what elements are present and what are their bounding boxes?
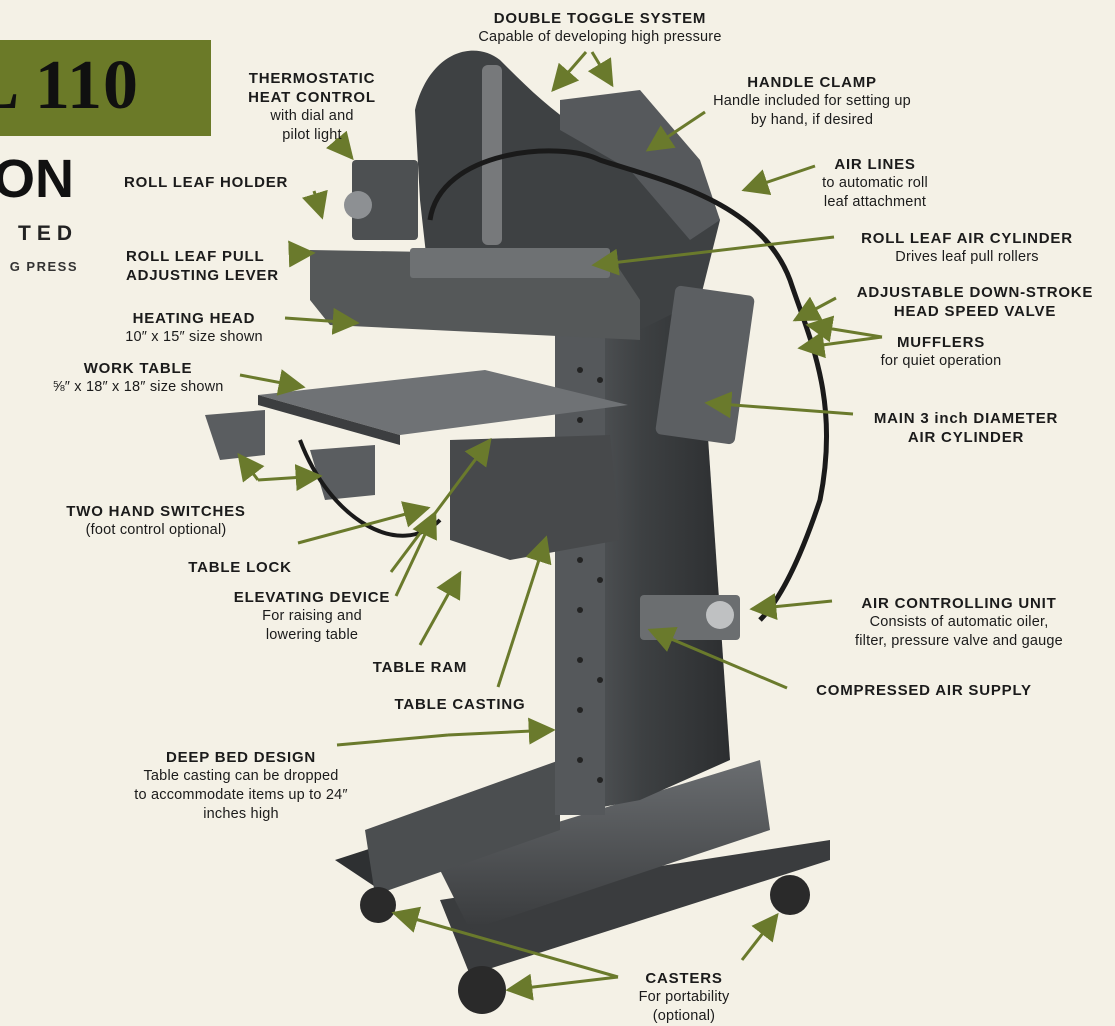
label-work-table: WORK TABLE ⅝″ x 18″ x 18″ size shown: [52, 360, 224, 395]
arrow-hand-switch-b: [257, 464, 323, 492]
arrow-compressed-air: [647, 627, 788, 690]
work-table-edge: [258, 395, 400, 445]
brand-word: TON: [0, 149, 74, 209]
label-deep-bed: DEEP BED DESIGN Table casting can be dro…: [134, 749, 348, 822]
air-hose-top: [427, 148, 830, 622]
caster-back-left: [360, 887, 396, 923]
roll-leaf-bar: [410, 248, 610, 278]
heat-dial: [344, 191, 372, 219]
arrow-table-lock-b: [389, 437, 492, 573]
label-heating-head: HEATING HEAD 10″ x 15″ size shown: [125, 310, 263, 345]
label-casters: CASTERS For portability (optional): [638, 970, 730, 1024]
arrow-main-cylinder: [704, 391, 854, 419]
machine: [205, 50, 830, 1014]
base-front-plate: [435, 760, 770, 930]
arrow-casters-c: [740, 912, 779, 961]
arrow-air-lines: [741, 164, 816, 196]
label-main-air-cylinder: MAIN 3 inch DIAMETER AIR CYLINDER: [873, 410, 1059, 446]
arrow-mufflers-a: [805, 315, 883, 343]
arrow-table-ram: [418, 570, 462, 646]
caster-front-right: [770, 875, 810, 915]
base-side-plate: [365, 760, 560, 895]
arrow-toggle-right: [587, 51, 614, 88]
arrow-roll-leaf-pull: [288, 240, 316, 268]
label-elevating-device: ELEVATING DEVICE For raising and lowerin…: [233, 589, 391, 643]
arrow-work-table: [239, 369, 306, 396]
arrow-casters-a: [391, 906, 619, 979]
label-air-controlling-unit: AIR CONTROLLING UNIT Consists of automat…: [855, 595, 1063, 649]
arrow-table-casting: [496, 535, 552, 688]
label-table-ram: TABLE RAM: [372, 659, 468, 676]
arrow-casters-b: [505, 973, 619, 1001]
label-mufflers: MUFFLERS for quiet operation: [880, 334, 1002, 369]
arrow-handle-clamp: [645, 110, 706, 152]
arrow-elevating: [394, 510, 437, 597]
caster-front-left: [458, 966, 506, 1014]
arrow-deep-bed-a: [336, 733, 449, 747]
label-hand-switches: TWO HAND SWITCHES (foot control optional…: [66, 503, 246, 538]
label-roll-leaf-air-cylinder: ROLL LEAF AIR CYLINDER Drives leaf pull …: [861, 230, 1073, 265]
pressure-gauge: [706, 601, 734, 629]
arrow-mufflers-b: [797, 331, 883, 359]
work-table-top: [258, 370, 628, 435]
brand-subword: TED: [18, 222, 78, 245]
label-handle-clamp: HANDLE CLAMP Handle included for setting…: [713, 74, 911, 128]
arrow-speed-valve: [792, 296, 837, 322]
model-number: L 110: [0, 47, 139, 124]
label-air-lines: AIR LINES to automatic roll leaf attachm…: [822, 156, 928, 210]
brand-tagline: G PRESS: [9, 259, 78, 274]
arrow-toggle-left: [551, 51, 588, 93]
base-right-skid: [440, 840, 830, 975]
arrow-heating-head: [284, 307, 360, 335]
label-speed-valve: ADJUSTABLE DOWN-STROKE HEAD SPEED VALVE: [856, 284, 1094, 320]
arrow-heat-control: [326, 130, 354, 161]
table-casting: [450, 435, 620, 560]
label-table-casting: TABLE CASTING: [394, 696, 526, 713]
hand-switch-left: [205, 410, 265, 460]
arrow-roll-leaf-holder: [301, 189, 328, 220]
title-band: L 110: [0, 40, 211, 136]
arrow-hand-switch-a: [237, 452, 265, 483]
arrow-table-lock-a: [297, 501, 431, 545]
arrow-deep-bed-b: [447, 717, 556, 745]
hand-switch-right: [310, 445, 375, 500]
label-table-lock: TABLE LOCK: [188, 559, 292, 576]
leader-arrows: [237, 51, 883, 1001]
label-roll-leaf-holder: ROLL LEAF HOLDER: [124, 174, 289, 191]
spring: [482, 65, 502, 245]
toggle-arm: [560, 90, 720, 240]
label-compressed-air: COMPRESSED AIR SUPPLY: [816, 682, 1032, 699]
label-thermostatic: THERMOSTATIC HEAT CONTROL with dial and …: [248, 70, 376, 143]
arrow-air-control: [749, 593, 833, 621]
label-double-toggle: DOUBLE TOGGLE SYSTEM Capable of developi…: [478, 10, 722, 45]
label-roll-leaf-pull: ROLL LEAF PULL ADJUSTING LEVER: [126, 248, 279, 284]
heat-control-box: [352, 160, 418, 240]
arrow-roll-leaf-air: [591, 235, 835, 276]
